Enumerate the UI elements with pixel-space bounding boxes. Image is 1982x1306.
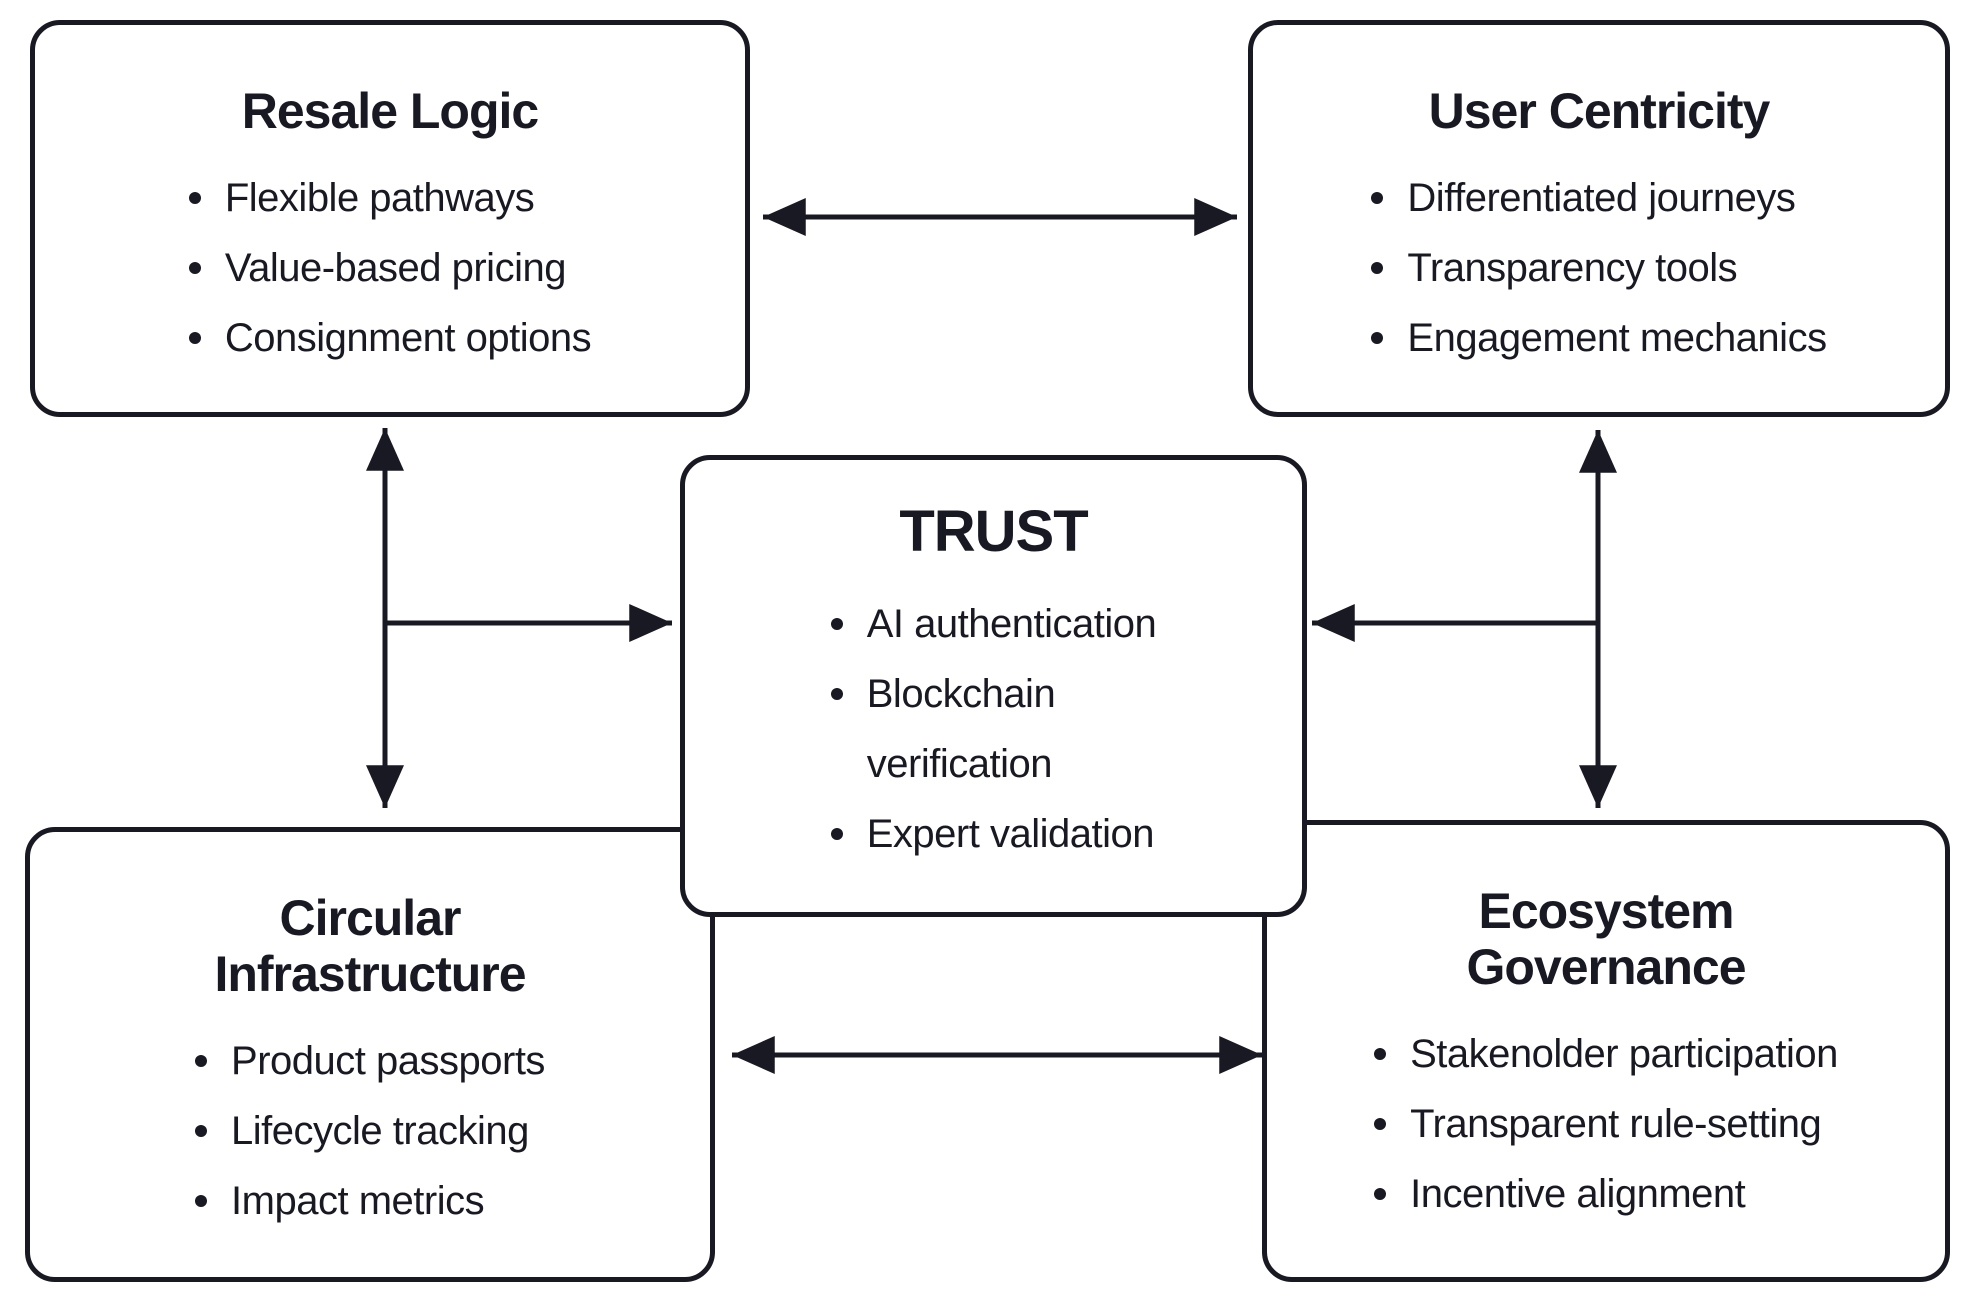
- node-title-circular-infrastructure: Circular Infrastructure: [214, 890, 526, 1002]
- node-title-trust: TRUST: [899, 499, 1088, 564]
- bullet-text: Product passports: [231, 1039, 545, 1083]
- bullet-dot: [195, 1125, 208, 1137]
- node-trust: TRUST AI authentication Blockchain verif…: [680, 455, 1307, 917]
- list-item: Consignment options: [188, 303, 592, 373]
- bullet-list-ecosystem-governance: Stakenolder participation Transparent ru…: [1374, 1019, 1838, 1229]
- list-item: Transparent rule-setting: [1374, 1089, 1838, 1159]
- bullet-text: Differentiated journeys: [1407, 176, 1796, 220]
- list-item: AI authentication: [830, 589, 1157, 659]
- bullet-text: AI authentication: [866, 601, 1157, 646]
- list-item: Impact metrics: [195, 1166, 545, 1236]
- bullet-dot: [188, 332, 201, 344]
- list-item: Engagement mechanics: [1371, 303, 1827, 373]
- list-item: Incentive alignment: [1374, 1159, 1838, 1229]
- bullet-text: Lifecycle tracking: [231, 1109, 529, 1153]
- bullet-dot: [195, 1055, 208, 1067]
- bullet-text: Impact metrics: [231, 1179, 485, 1223]
- bullet-text: Incentive alignment: [1410, 1172, 1746, 1216]
- list-item: Differentiated journeys: [1371, 163, 1826, 233]
- bullet-text: Expert validation: [866, 811, 1155, 856]
- list-item: Stakenolder participation: [1374, 1019, 1838, 1089]
- bullet-text: Flexible pathways: [224, 176, 535, 220]
- list-item: Flexible pathways: [188, 163, 591, 233]
- bullet-text: Blockchain verification: [866, 671, 1056, 786]
- bullet-text: Transparency tools: [1407, 246, 1738, 290]
- bullet-list-resale-logic: Flexible pathways Value-based pricing Co…: [188, 163, 592, 373]
- bullet-text: Consignment options: [224, 316, 592, 360]
- bullet-text: Engagement mechanics: [1407, 316, 1827, 360]
- bullet-dot: [830, 687, 843, 700]
- node-title-ecosystem-governance: Ecosystem Governance: [1466, 883, 1746, 995]
- bullet-dot: [188, 262, 201, 274]
- node-title-user-centricity: User Centricity: [1428, 83, 1771, 139]
- node-ecosystem-governance: Ecosystem Governance Stakenolder partici…: [1262, 820, 1950, 1282]
- bullet-dot: [830, 617, 843, 630]
- bullet-dot: [1374, 1118, 1387, 1130]
- node-resale-logic: Resale Logic Flexible pathways Value-bas…: [30, 20, 750, 417]
- bullet-text: Transparent rule-setting: [1410, 1102, 1822, 1146]
- list-item: Lifecycle tracking: [195, 1096, 545, 1166]
- bullet-dot: [1374, 1188, 1387, 1200]
- bullet-dot: [1371, 192, 1384, 204]
- bullet-dot: [830, 827, 843, 840]
- node-user-centricity: User Centricity Differentiated journeys …: [1248, 20, 1950, 417]
- node-title-resale-logic: Resale Logic: [241, 83, 539, 139]
- list-item: Product passports: [195, 1026, 545, 1096]
- bullet-dot: [188, 192, 201, 204]
- list-item: Value-based pricing: [188, 233, 591, 303]
- bullet-dot: [1371, 262, 1384, 274]
- bullet-text: Value-based pricing: [224, 246, 567, 290]
- bullet-dot: [1374, 1048, 1387, 1060]
- list-item: Blockchain verification: [830, 659, 1157, 799]
- bullet-text: Stakenolder participation: [1410, 1032, 1838, 1076]
- bullet-list-trust: AI authentication Blockchain verificatio…: [830, 589, 1157, 869]
- bullet-dot: [1371, 332, 1384, 344]
- list-item: Expert validation: [830, 799, 1157, 869]
- bullet-list-user-centricity: Differentiated journeys Transparency too…: [1371, 163, 1827, 373]
- bullet-list-circular-infrastructure: Product passports Lifecycle tracking Imp…: [195, 1026, 545, 1236]
- node-circular-infrastructure: Circular Infrastructure Product passport…: [25, 827, 715, 1282]
- bullet-dot: [195, 1195, 208, 1207]
- list-item: Transparency tools: [1371, 233, 1826, 303]
